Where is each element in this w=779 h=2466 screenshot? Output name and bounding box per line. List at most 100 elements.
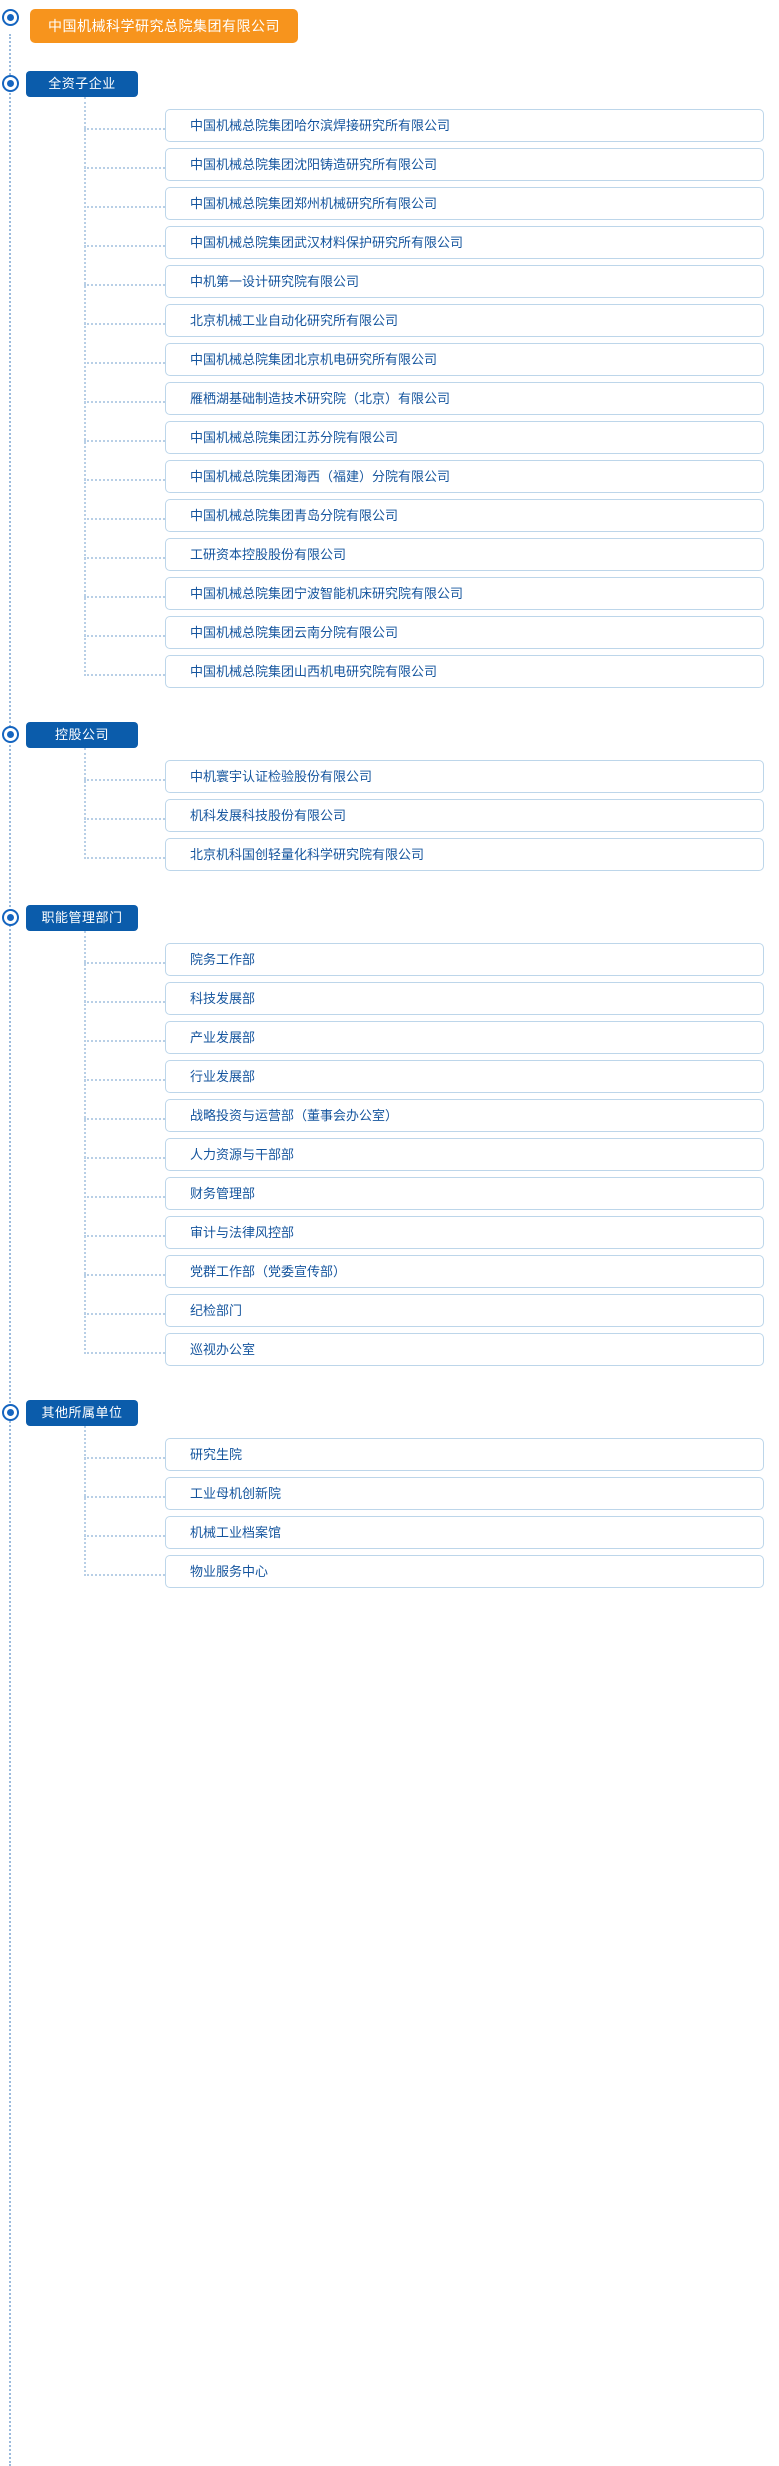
root-company-button[interactable]: 中国机械科学研究总院集团有限公司 [30, 9, 298, 43]
org-item-row: 纪检部门 [0, 1294, 779, 1333]
org-item-box[interactable]: 工研资本控股股份有限公司 [165, 538, 764, 571]
org-item-row: 中国机械总院集团海西（福建）分院有限公司 [0, 460, 779, 499]
connector-elbow [84, 1118, 165, 1120]
org-item-box[interactable]: 产业发展部 [165, 1021, 764, 1054]
org-item-row: 人力资源与干部部 [0, 1138, 779, 1177]
org-item-row: 党群工作部（党委宣传部） [0, 1255, 779, 1294]
org-item-box[interactable]: 中国机械总院集团江苏分院有限公司 [165, 421, 764, 454]
org-item-box[interactable]: 人力资源与干部部 [165, 1138, 764, 1171]
section-children: 中国机械总院集团哈尔滨焊接研究所有限公司中国机械总院集团沈阳铸造研究所有限公司中… [0, 97, 779, 694]
section-header-row: 控股公司 [0, 722, 779, 748]
connector-elbow [84, 245, 165, 247]
org-section: 其他所属单位研究生院工业母机创新院机械工业档案馆物业服务中心 [0, 1400, 779, 1594]
org-item-row: 中国机械总院集团北京机电研究所有限公司 [0, 343, 779, 382]
section-header-row: 全资子企业 [0, 71, 779, 97]
org-item-box[interactable]: 科技发展部 [165, 982, 764, 1015]
connector-elbow [84, 1001, 165, 1003]
section-bullet-icon [2, 75, 19, 92]
section-header-row: 其他所属单位 [0, 1400, 779, 1426]
org-item-row: 中国机械总院集团哈尔滨焊接研究所有限公司 [0, 109, 779, 148]
org-item-box[interactable]: 中机寰宇认证检验股份有限公司 [165, 760, 764, 793]
connector-elbow [84, 323, 165, 325]
org-item-box[interactable]: 工业母机创新院 [165, 1477, 764, 1510]
org-item-box[interactable]: 中国机械总院集团宁波智能机床研究院有限公司 [165, 577, 764, 610]
org-item-box[interactable]: 院务工作部 [165, 943, 764, 976]
org-item-row: 研究生院 [0, 1438, 779, 1477]
org-section: 全资子企业中国机械总院集团哈尔滨焊接研究所有限公司中国机械总院集团沈阳铸造研究所… [0, 71, 779, 694]
connector-elbow [84, 857, 165, 859]
org-item-box[interactable]: 中国机械总院集团哈尔滨焊接研究所有限公司 [165, 109, 764, 142]
section-children: 研究生院工业母机创新院机械工业档案馆物业服务中心 [0, 1426, 779, 1594]
org-item-row: 北京机科国创轻量化科学研究院有限公司 [0, 838, 779, 877]
org-item-row: 巡视办公室 [0, 1333, 779, 1372]
connector-elbow [84, 1535, 165, 1537]
org-item-box[interactable]: 北京机科国创轻量化科学研究院有限公司 [165, 838, 764, 871]
org-item-row: 中国机械总院集团郑州机械研究所有限公司 [0, 187, 779, 226]
connector-elbow [84, 167, 165, 169]
connector-elbow [84, 362, 165, 364]
org-item-row: 机科发展科技股份有限公司 [0, 799, 779, 838]
org-item-box[interactable]: 中国机械总院集团北京机电研究所有限公司 [165, 343, 764, 376]
section-button-1[interactable]: 控股公司 [26, 722, 138, 748]
org-item-box[interactable]: 中国机械总院集团沈阳铸造研究所有限公司 [165, 148, 764, 181]
connector-elbow [84, 596, 165, 598]
connector-elbow [84, 1457, 165, 1459]
connector-elbow [84, 1157, 165, 1159]
org-item-box[interactable]: 中国机械总院集团青岛分院有限公司 [165, 499, 764, 532]
org-item-box[interactable]: 物业服务中心 [165, 1555, 764, 1588]
vertical-spine [9, 34, 11, 2466]
org-item-row: 战略投资与运营部（董事会办公室） [0, 1099, 779, 1138]
org-item-box[interactable]: 巡视办公室 [165, 1333, 764, 1366]
org-item-box[interactable]: 行业发展部 [165, 1060, 764, 1093]
section-children: 院务工作部科技发展部产业发展部行业发展部战略投资与运营部（董事会办公室） 人力资源… [0, 931, 779, 1372]
org-item-row: 中国机械总院集团山西机电研究院有限公司 [0, 655, 779, 694]
connector-elbow [84, 1574, 165, 1576]
org-item-row: 审计与法律风控部 [0, 1216, 779, 1255]
org-item-box[interactable]: 中国机械总院集团云南分院有限公司 [165, 616, 764, 649]
org-item-box[interactable]: 研究生院 [165, 1438, 764, 1471]
connector-elbow [84, 1352, 165, 1354]
org-item-box[interactable]: 财务管理部 [165, 1177, 764, 1210]
org-item-row: 机械工业档案馆 [0, 1516, 779, 1555]
connector-elbow [84, 557, 165, 559]
org-item-box[interactable]: 机科发展科技股份有限公司 [165, 799, 764, 832]
section-button-3[interactable]: 其他所属单位 [26, 1400, 138, 1426]
connector-stem [84, 748, 86, 855]
org-item-box[interactable]: 雁栖湖基础制造技术研究院（北京）有限公司 [165, 382, 764, 415]
connector-stem [84, 931, 86, 1350]
org-item-box[interactable]: 审计与法律风控部 [165, 1216, 764, 1249]
org-item-row: 雁栖湖基础制造技术研究院（北京）有限公司 [0, 382, 779, 421]
org-item-row: 行业发展部 [0, 1060, 779, 1099]
connector-stem [84, 1426, 86, 1572]
connector-elbow [84, 1496, 165, 1498]
org-item-box[interactable]: 党群工作部（党委宣传部） [165, 1255, 764, 1288]
org-item-box[interactable]: 战略投资与运营部（董事会办公室） [165, 1099, 764, 1132]
section-button-2[interactable]: 职能管理部门 [26, 905, 138, 931]
org-item-row: 北京机械工业自动化研究所有限公司 [0, 304, 779, 343]
section-bullet-icon [2, 1404, 19, 1421]
org-section: 控股公司中机寰宇认证检验股份有限公司机科发展科技股份有限公司北京机科国创轻量化科… [0, 722, 779, 877]
section-bullet-icon [2, 726, 19, 743]
org-item-row: 中国机械总院集团江苏分院有限公司 [0, 421, 779, 460]
connector-elbow [84, 962, 165, 964]
org-item-box[interactable]: 中机第一设计研究院有限公司 [165, 265, 764, 298]
section-button-0[interactable]: 全资子企业 [26, 71, 138, 97]
connector-elbow [84, 1274, 165, 1276]
connector-elbow [84, 1040, 165, 1042]
org-item-row: 科技发展部 [0, 982, 779, 1021]
org-item-box[interactable]: 中国机械总院集团武汉材料保护研究所有限公司 [165, 226, 764, 259]
org-item-box[interactable]: 北京机械工业自动化研究所有限公司 [165, 304, 764, 337]
org-item-box[interactable]: 中国机械总院集团海西（福建）分院有限公司 [165, 460, 764, 493]
org-item-row: 中机寰宇认证检验股份有限公司 [0, 760, 779, 799]
org-item-box[interactable]: 中国机械总院集团山西机电研究院有限公司 [165, 655, 764, 688]
org-item-row: 中机第一设计研究院有限公司 [0, 265, 779, 304]
connector-elbow [84, 518, 165, 520]
org-item-row: 工研资本控股股份有限公司 [0, 538, 779, 577]
connector-elbow [84, 284, 165, 286]
org-item-box[interactable]: 中国机械总院集团郑州机械研究所有限公司 [165, 187, 764, 220]
org-item-box[interactable]: 机械工业档案馆 [165, 1516, 764, 1549]
org-item-row: 中国机械总院集团宁波智能机床研究院有限公司 [0, 577, 779, 616]
org-item-box[interactable]: 纪检部门 [165, 1294, 764, 1327]
connector-elbow [84, 818, 165, 820]
org-item-row: 工业母机创新院 [0, 1477, 779, 1516]
